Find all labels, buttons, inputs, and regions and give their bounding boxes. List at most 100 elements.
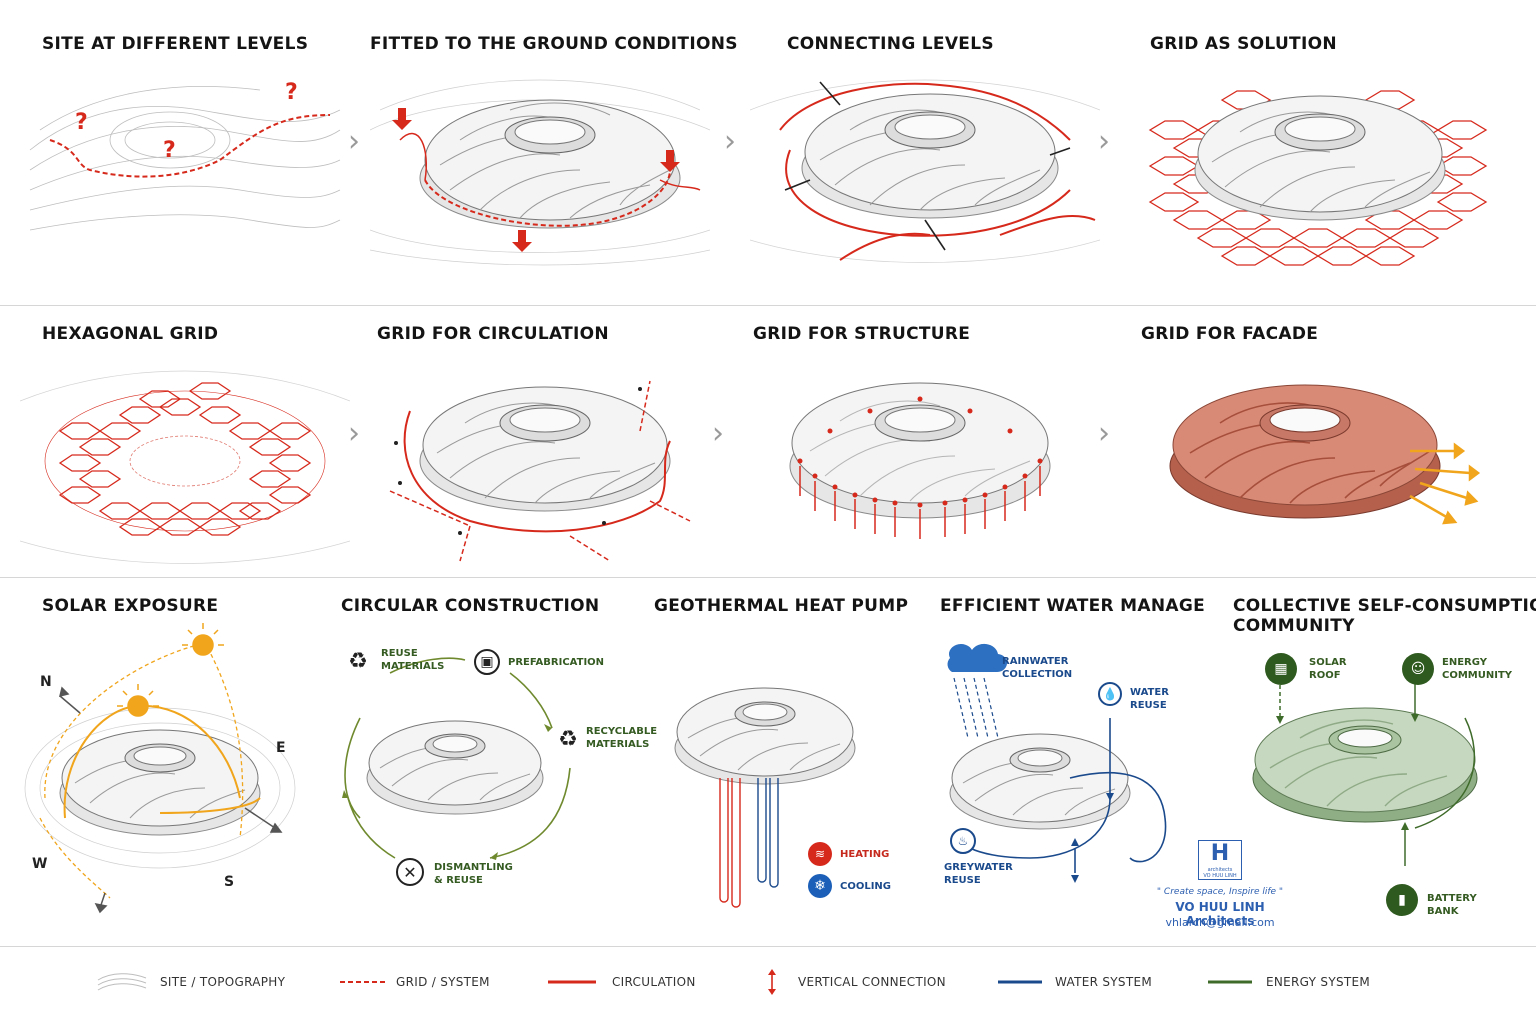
legend-item-energy: ENERGY SYSTEM [1208, 968, 1388, 996]
row-site-analysis: SITE AT DIFFERENT LEVELS ? ? ? › FITTED … [0, 0, 1536, 305]
label-cooling: COOLING [840, 881, 892, 892]
compass-north: N [40, 674, 52, 690]
vertical-arrow-icon [768, 969, 776, 995]
label-solar-roof: SOLAR ROOF [1309, 657, 1347, 681]
panel-water-management: EFFICIENT WATER MANAGE RAINWATER COLLEC [920, 578, 1210, 938]
label-water-reuse: WATER REUSE [1130, 687, 1169, 711]
label-battery-bank: BATTERY BANK [1427, 893, 1477, 917]
hexagonal-grid-drawing [20, 370, 350, 564]
grid-solution-drawing [1148, 90, 1488, 266]
panel-fitted-ground: FITTED TO THE GROUND CONDITIONS [370, 0, 737, 300]
facade-drawing [1169, 384, 1481, 525]
chevron-icon: › [712, 416, 724, 451]
label-rainwater-collection: RAINWATER COLLECTION [1002, 656, 1073, 680]
logo-sub: architects VO HUU LINH [1203, 867, 1237, 879]
structure-drawing [789, 382, 1051, 539]
chevron-icon: › [348, 124, 360, 159]
solar-drawing [24, 623, 296, 914]
connecting-levels-drawing [750, 79, 1100, 263]
architect-logo: H architects VO HUU LINH " Create space,… [1140, 840, 1300, 936]
chevron-icon: › [348, 416, 360, 451]
panel-title: SITE AT DIFFERENT LEVELS [42, 34, 309, 54]
panel-title: GRID FOR CIRCULATION [377, 324, 609, 344]
green-line-icon [1208, 980, 1252, 984]
row-divider [0, 577, 1536, 578]
community-icon: ☺ [1402, 653, 1434, 685]
logo-tagline: " Create space, Inspire life " [1156, 887, 1284, 897]
recycle-icon: ♻ [348, 648, 368, 674]
water-drop-icon: 💧 [1098, 682, 1122, 706]
panel-connecting-levels: CONNECTING LEVELS [750, 0, 1100, 300]
legend-label: ENERGY SYSTEM [1266, 975, 1371, 989]
panel-solar-exposure: SOLAR EXPOSURE [20, 578, 320, 938]
legend-item-topography: SITE / TOPOGRAPHY [96, 968, 296, 996]
panel-energy-community: COLLECTIVE SELF-CONSUMPTION COMMUNITY ▦ … [1215, 578, 1536, 938]
logo-email: vhlarch@gmail.com [1165, 916, 1275, 929]
greywater-icon: ♨ [950, 828, 976, 854]
panel-title: CONNECTING LEVELS [787, 34, 994, 54]
question-mark-1: ? [75, 110, 88, 135]
panel-title: GEOTHERMAL HEAT PUMP [654, 596, 909, 616]
label-prefabrication: PREFABRICATION [508, 657, 605, 668]
chevron-icon: › [1098, 124, 1110, 159]
compass-east: E [276, 740, 286, 756]
legend-item-vertical: VERTICAL CONNECTION [760, 968, 960, 996]
heating-icon: ≋ [808, 842, 832, 866]
geothermal-drawing [674, 687, 856, 908]
panel-title: EFFICIENT WATER MANAGE [940, 596, 1205, 616]
label-dismantling-reuse: DISMANTLING & REUSE [434, 862, 513, 886]
cooling-icon: ❄ [808, 874, 832, 898]
battery-icon: ▮ [1386, 884, 1418, 916]
panel-grid-circulation: GRID FOR CIRCULATION [370, 306, 710, 576]
question-mark-3: ? [285, 80, 298, 105]
logo-letter: H [1210, 841, 1230, 866]
panel-grid-structure: GRID FOR STRUCTURE [740, 306, 1100, 576]
row-sustainability: SOLAR EXPOSURE [0, 578, 1536, 946]
question-mark-2: ? [163, 138, 176, 163]
panel-title: SOLAR EXPOSURE [42, 596, 219, 616]
legend-label: VERTICAL CONNECTION [798, 975, 946, 989]
panel-title: CIRCULAR CONSTRUCTION [341, 596, 600, 616]
logo-name: VO HUU LINH Architects [1175, 900, 1265, 928]
panel-geothermal: GEOTHERMAL HEAT PUMP ≋ HEATING ❄ COOLING [640, 578, 910, 938]
chevron-icon: › [724, 124, 736, 159]
panel-circular-construction: CIRCULAR CONSTRUCTION ♻ REUSE MATERIALS … [330, 578, 657, 938]
panel-title: COLLECTIVE SELF-CONSUMPTION COMMUNITY [1233, 596, 1536, 636]
chevron-icon: › [1098, 416, 1110, 451]
circular-drawing [342, 657, 571, 860]
label-heating: HEATING [840, 849, 890, 860]
solar-panel-icon: ▦ [1265, 653, 1297, 685]
compass-west: W [32, 856, 48, 872]
solid-red-line-icon [548, 980, 596, 984]
circulation-drawing [389, 380, 691, 562]
blue-line-icon [998, 980, 1042, 984]
recyclable-icon: ♻ [558, 726, 578, 752]
legend-label: WATER SYSTEM [1055, 975, 1152, 989]
panel-grid-solution: GRID AS SOLUTION [1130, 0, 1510, 300]
site-topography-drawing [29, 86, 341, 231]
row-grid-applications: HEXAGONAL GRID › [0, 306, 1536, 576]
legend-item-water: WATER SYSTEM [998, 968, 1168, 996]
legend-item-circulation: CIRCULATION [548, 968, 718, 996]
label-greywater-reuse: GREYWATER REUSE [944, 862, 1013, 886]
water-drawing [947, 643, 1167, 883]
panel-title: FITTED TO THE GROUND CONDITIONS [370, 34, 738, 54]
topography-line-icon [97, 973, 147, 991]
legend-label: CIRCULATION [612, 975, 696, 989]
row-divider [0, 305, 1536, 306]
label-energy-community: ENERGY COMMUNITY [1442, 657, 1513, 681]
dismantling-icon: ✕ [396, 858, 424, 886]
prefabrication-icon: ▣ [474, 649, 500, 675]
energy-drawing [1252, 678, 1478, 866]
panel-grid-facade: GRID FOR FACADE [1130, 306, 1510, 576]
dashed-line-icon [340, 981, 386, 983]
panel-title: GRID AS SOLUTION [1150, 34, 1337, 54]
row-divider [0, 946, 1536, 947]
panel-title: GRID FOR STRUCTURE [753, 324, 971, 344]
logo-mark: H architects VO HUU LINH [1198, 840, 1242, 880]
panel-title: HEXAGONAL GRID [42, 324, 219, 344]
legend-label: SITE / TOPOGRAPHY [160, 975, 286, 989]
fitted-building-drawing [370, 79, 710, 266]
legend: SITE / TOPOGRAPHY GRID / SYSTEM CIRCULAT… [0, 948, 1536, 1024]
legend-item-grid: GRID / SYSTEM [340, 968, 510, 996]
